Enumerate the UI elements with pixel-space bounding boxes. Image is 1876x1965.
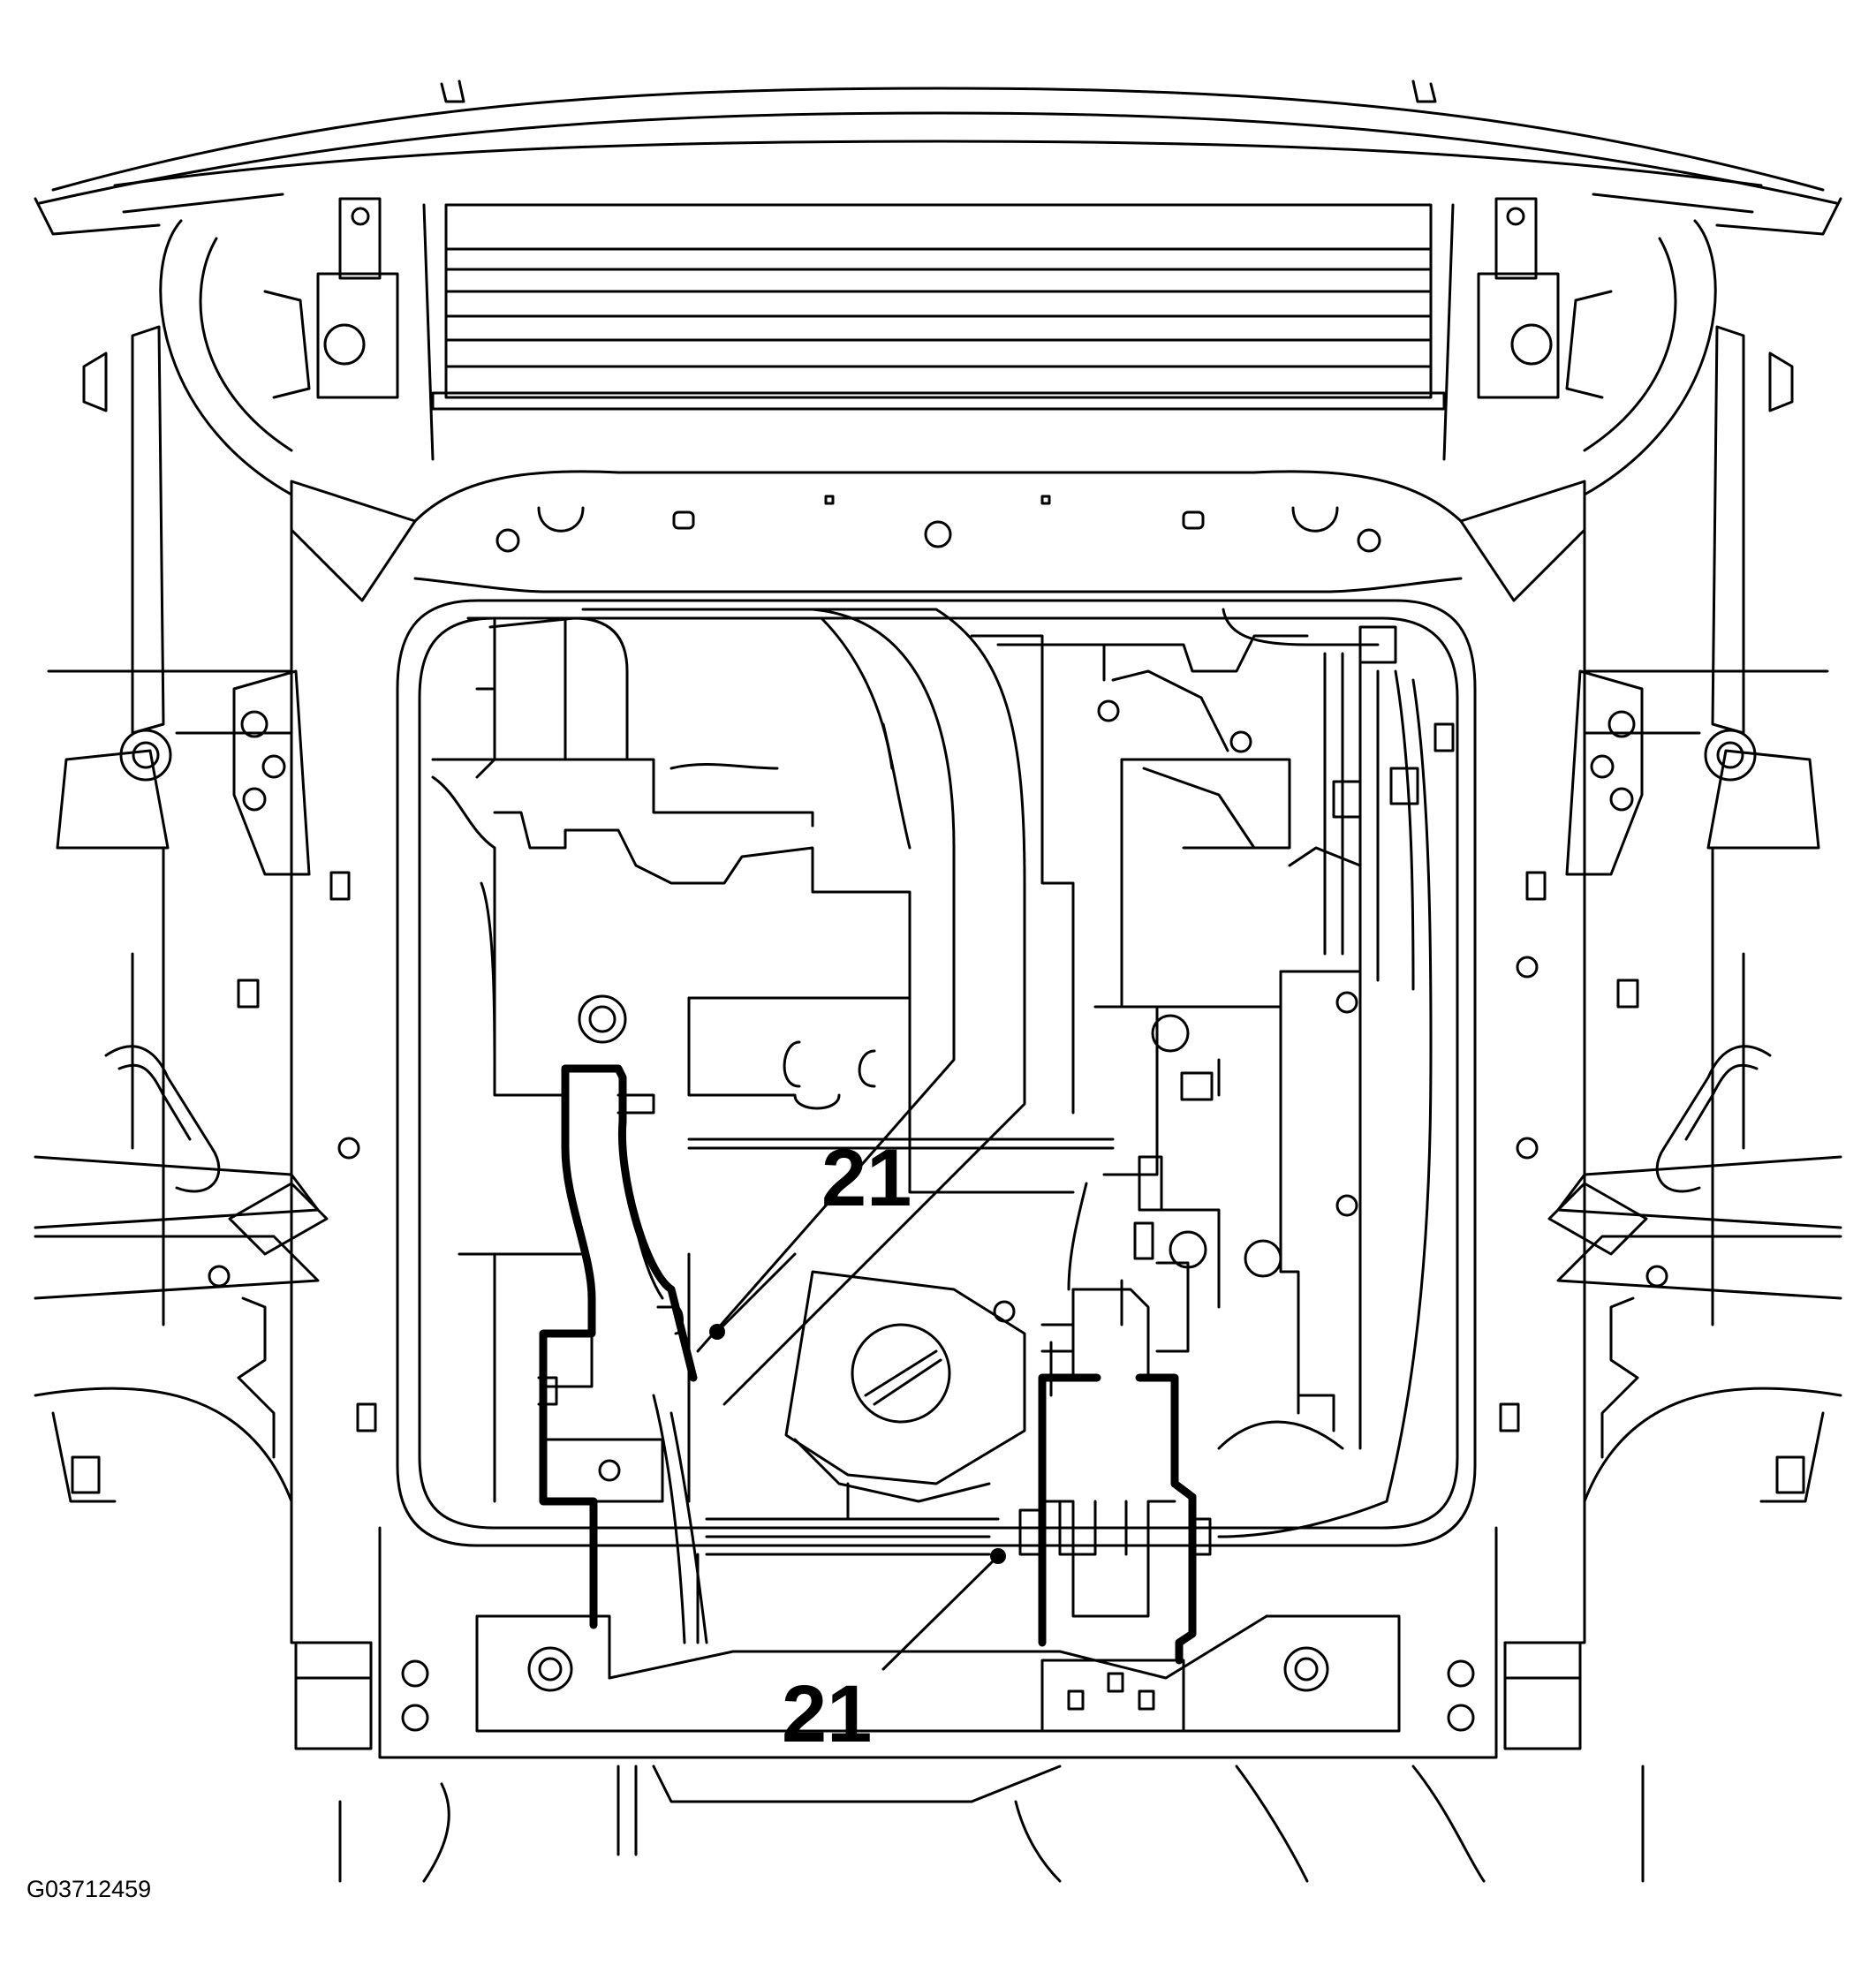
radiator-core: [422, 203, 1455, 461]
left-side-frame: [34, 325, 373, 1750]
lower-cross-member: [338, 1526, 1645, 1883]
engine-components: [431, 608, 1455, 1644]
left-engine-mount-highlighted: [539, 1064, 698, 1629]
right-engine-mount-highlighted: [1038, 1373, 1197, 1665]
callout-upper: 21: [709, 1133, 912, 1340]
figure-id: G03712459: [26, 1876, 151, 1902]
left-radiator-bracket: [159, 197, 417, 602]
right-engine-mount-detail: [1018, 1288, 1212, 1618]
left-engine-mount-detail: [537, 1093, 684, 1503]
callout-upper-label: 21: [821, 1133, 912, 1223]
upper-cross-member: [413, 470, 1463, 593]
right-radiator-bracket: [1459, 197, 1717, 602]
front-bumper: [34, 79, 1842, 236]
callout-lower: 21: [782, 1548, 1006, 1759]
callout-upper-dot: [709, 1324, 725, 1340]
right-side-frame: [1503, 325, 1842, 1750]
callout-lower-label: 21: [782, 1669, 872, 1759]
callout-lower-dot: [990, 1548, 1006, 1564]
subframe: [208, 528, 1668, 1644]
